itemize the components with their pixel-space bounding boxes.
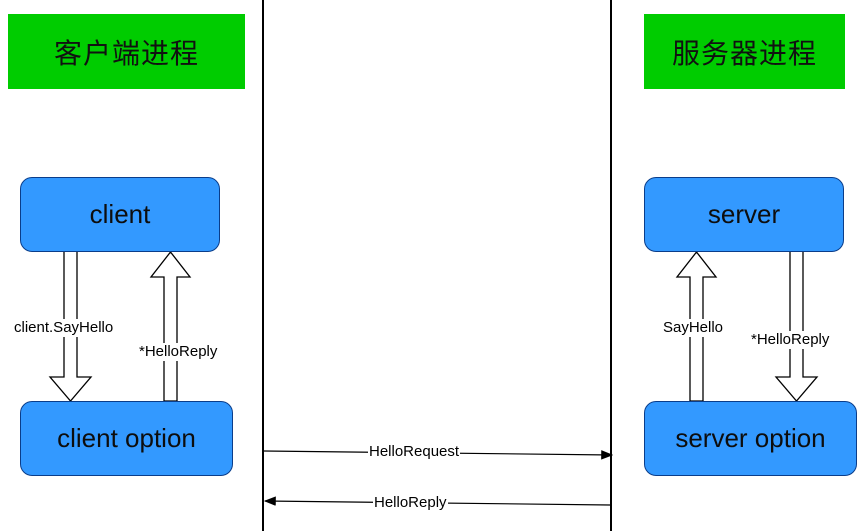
client-boundary-line	[262, 0, 264, 531]
client-process-title: 客户端进程	[8, 14, 245, 89]
client-node: client	[20, 177, 220, 252]
server-say-hello-label: SayHello	[662, 319, 725, 337]
client-say-hello-label: client.SayHello	[13, 319, 115, 337]
hello-request-label: HelloRequest	[368, 443, 461, 461]
server-hello-reply-arrow	[774, 250, 819, 403]
server-hello-reply-label: *HelloReply	[750, 331, 831, 349]
server-process-title: 服务器进程	[644, 14, 845, 89]
client-hello-reply-label: *HelloReply	[138, 343, 219, 361]
client-hello-reply-arrow	[149, 250, 192, 402]
hello-reply-label: HelloReply	[373, 494, 448, 512]
server-option-node: server option	[644, 401, 857, 476]
server-boundary-line	[610, 0, 612, 531]
server-node: server	[644, 177, 844, 252]
client-option-node: client option	[20, 401, 233, 476]
